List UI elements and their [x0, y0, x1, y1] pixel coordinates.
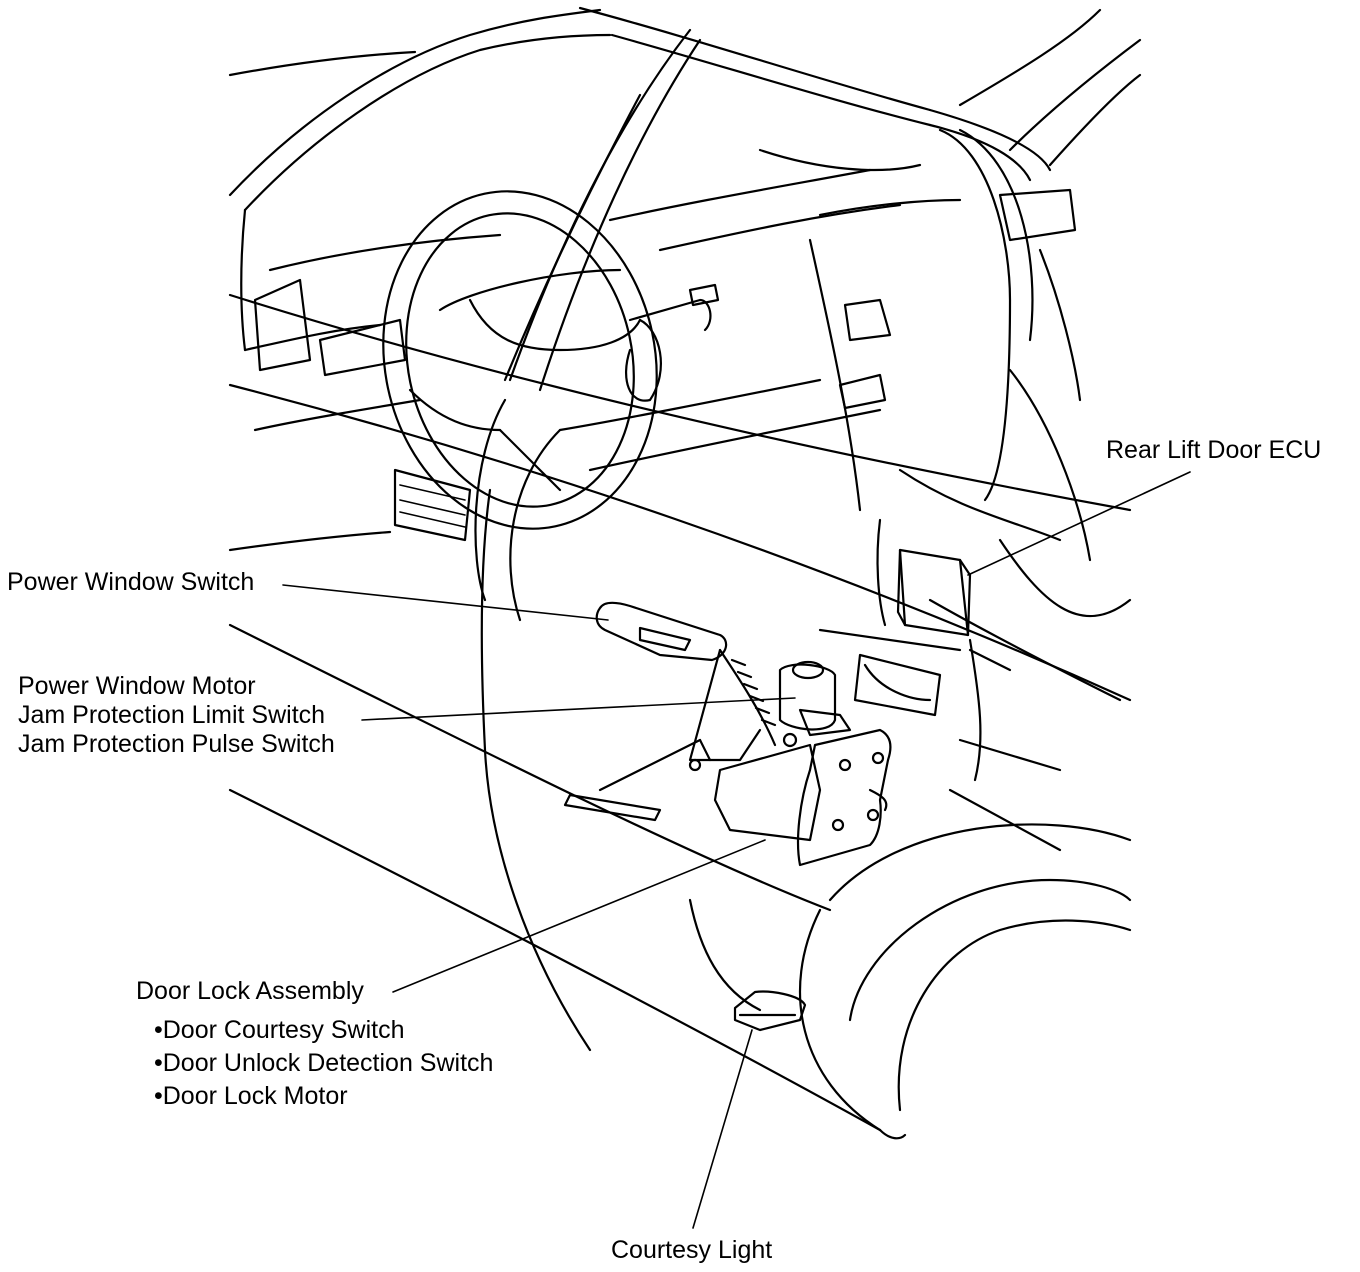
steering-wheel [382, 190, 662, 530]
jam-protection-limit-switch-label: Jam Protection Limit Switch [18, 701, 326, 729]
leader-courtesy-light [692, 1029, 753, 1229]
courtesy-light-part [733, 990, 807, 1032]
door-lock-part [796, 728, 892, 867]
door-panel [228, 293, 1132, 1132]
leader-power-window-switch [282, 584, 609, 621]
windshield-frame [228, 6, 1142, 212]
window-motor [713, 660, 852, 842]
courtesy-light-label: Courtesy Light [611, 1236, 773, 1264]
leader-door-lock-assembly [392, 839, 766, 993]
window-regulator [563, 648, 798, 822]
rear-lift-door-ecu-label: Rear Lift Door ECU [1106, 436, 1322, 464]
door-unlock-detection-switch-label: •Door Unlock Detection Switch [154, 1049, 494, 1077]
door-lock-motor-label: •Door Lock Motor [154, 1082, 348, 1110]
power-window-motor-label: Power Window Motor [18, 672, 256, 700]
motor-group-label: Power Window Motor Jam Protection Limit … [18, 672, 335, 759]
leader-lines [282, 471, 1191, 1229]
power-window-switch-part [595, 601, 728, 662]
door-lock-assembly-label: Door Lock Assembly [136, 977, 364, 1005]
jam-protection-pulse-switch-label: Jam Protection Pulse Switch [18, 730, 335, 758]
ecu-box [876, 518, 972, 637]
door-vent [393, 468, 472, 542]
leader-power-window-motor [361, 697, 796, 721]
dashboard [228, 128, 1092, 562]
door-courtesy-switch-label: •Door Courtesy Switch [154, 1016, 405, 1044]
wheel-arch [798, 823, 1132, 1140]
leader-rear-lift-door-ecu [967, 471, 1191, 576]
power-window-switch-label: Power Window Switch [7, 568, 255, 596]
door-lock-items: •Door Courtesy Switch •Door Unlock Detec… [136, 1014, 493, 1113]
a-pillar [503, 28, 702, 392]
